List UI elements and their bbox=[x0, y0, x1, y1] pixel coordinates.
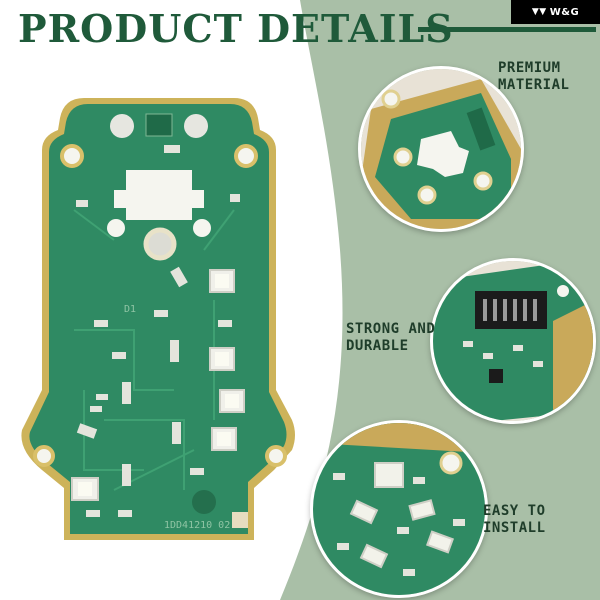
feature-premium-line1: PREMIUM bbox=[498, 60, 561, 76]
feature-strong-line2: DURABLE bbox=[346, 338, 409, 354]
page-title: PRODUCT DETAILS bbox=[18, 6, 454, 51]
brand-logo-text: W&G bbox=[549, 6, 580, 18]
zoom-circle-leds bbox=[310, 420, 488, 598]
zoom-circle-connector bbox=[430, 258, 596, 424]
feature-easy-line1: EASY TO bbox=[483, 503, 546, 519]
title-underline-bar bbox=[418, 27, 596, 32]
zoom-circle-material bbox=[358, 66, 524, 232]
feature-strong-line1: STRONG AND bbox=[346, 321, 436, 337]
board-part-number: 1DD41210 02 bbox=[164, 520, 230, 531]
board-ref-label: D1 bbox=[124, 304, 136, 315]
feature-premium-material: PREMIUM MATERIAL bbox=[498, 60, 569, 94]
feature-easy-install: EASY TO INSTALL bbox=[483, 503, 546, 537]
led-pcb-board-image: D1 1DD41210 02 bbox=[21, 98, 296, 540]
feature-easy-line2: INSTALL bbox=[483, 520, 546, 536]
feature-strong-durable: STRONG AND DURABLE bbox=[346, 321, 435, 355]
brand-logo: ▼▼ W&G bbox=[511, 0, 600, 24]
feature-premium-line2: MATERIAL bbox=[498, 77, 570, 93]
wing-icon: ▼▼ bbox=[531, 7, 547, 17]
